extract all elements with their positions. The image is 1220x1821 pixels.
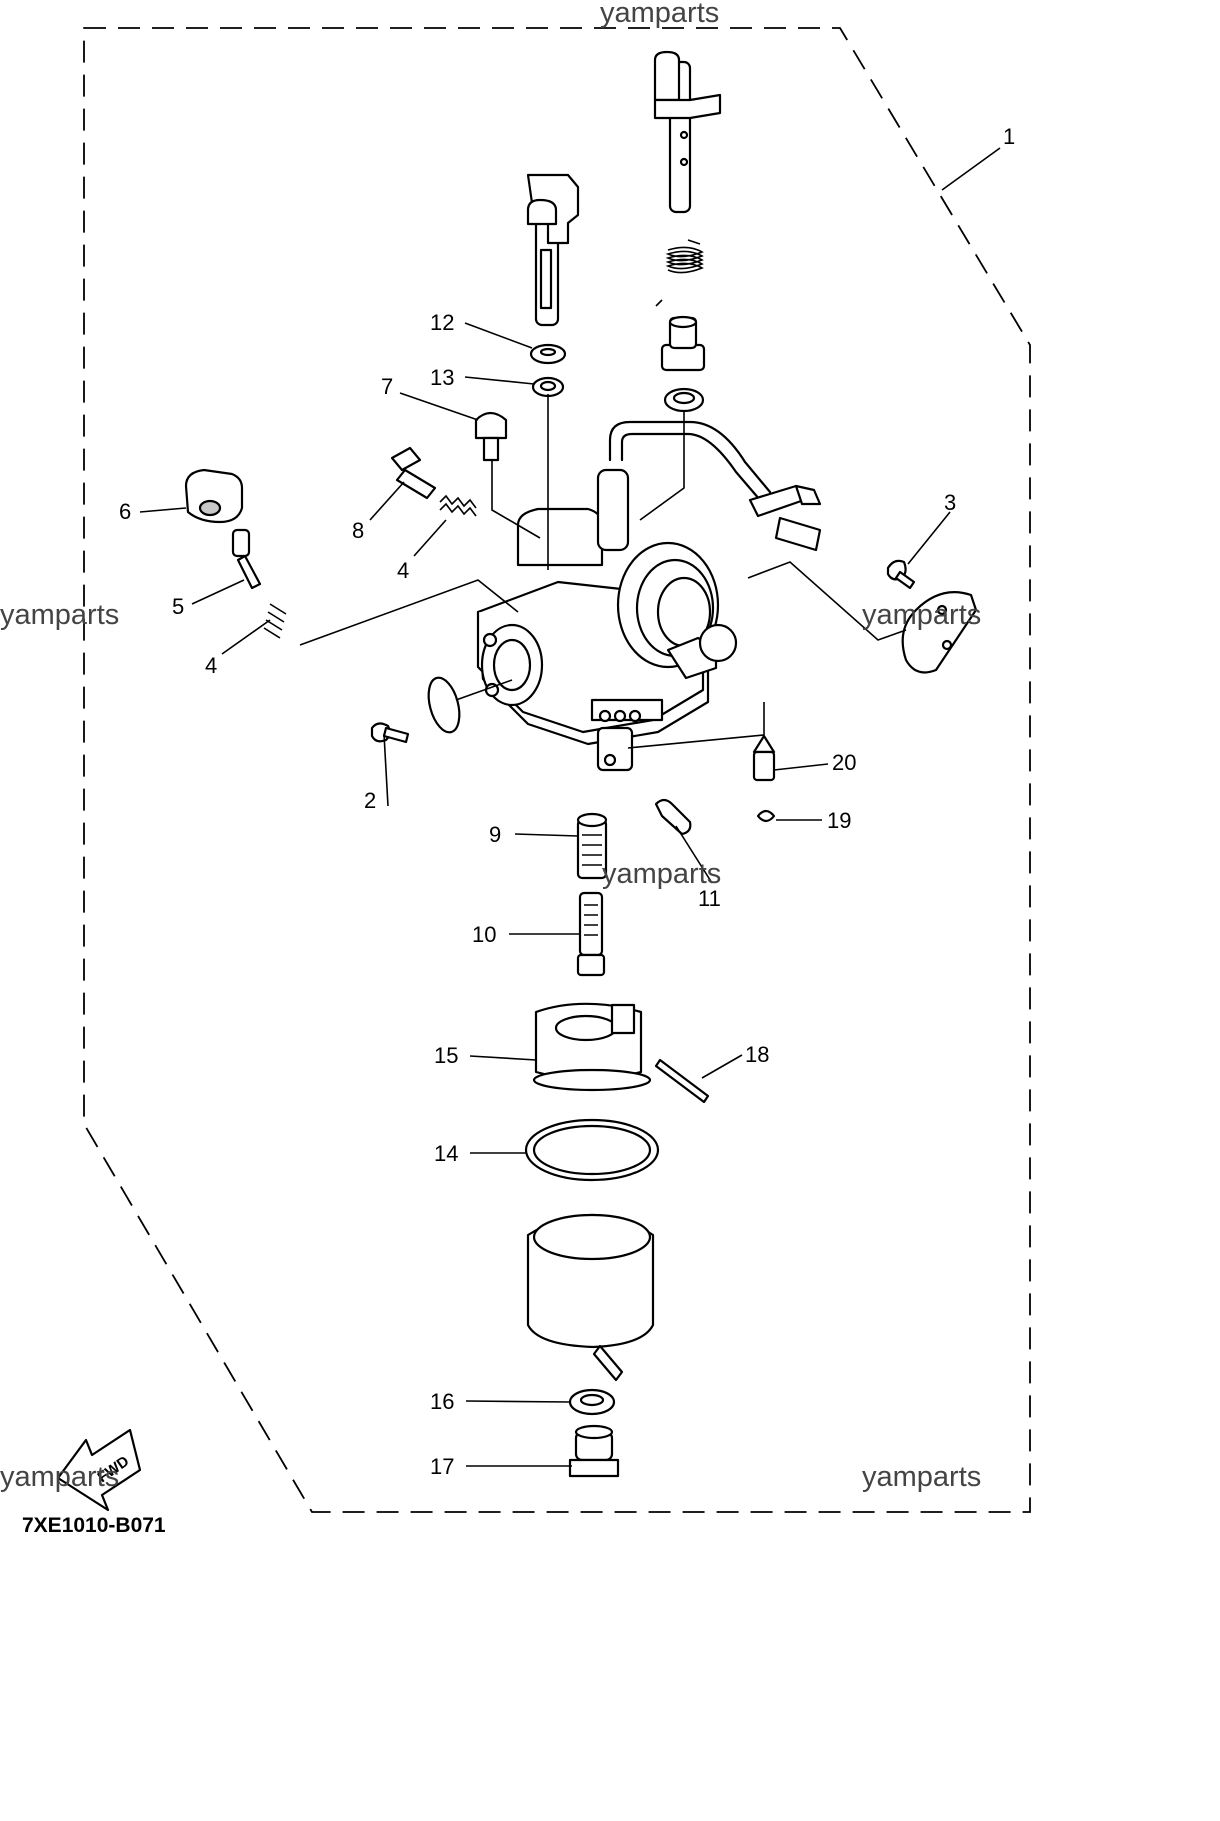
choke-lever-shaft bbox=[526, 173, 580, 327]
main-nozzle-10 bbox=[576, 891, 606, 977]
screw-2 bbox=[370, 722, 410, 744]
callout-18: 18 bbox=[745, 1042, 769, 1067]
spring-4-lower bbox=[263, 603, 287, 639]
spring-4-upper bbox=[439, 494, 477, 517]
cap-6 bbox=[184, 468, 244, 524]
callout-6: 6 bbox=[119, 499, 131, 524]
callout-13: 13 bbox=[430, 365, 454, 390]
gasket-14 bbox=[524, 1118, 660, 1182]
callout-9: 9 bbox=[489, 822, 501, 847]
throttle-shaft-seal bbox=[663, 387, 705, 413]
callout-19: 19 bbox=[827, 808, 851, 833]
carburetor-exploded-diagram: 1 2 3 4 4 5 6 7 8 9 10 11 12 13 14 15 16… bbox=[0, 0, 1031, 1537]
callout-labels: 1 2 3 4 4 5 6 7 8 9 10 11 12 13 14 15 16… bbox=[119, 124, 1015, 1479]
drain-screw-17 bbox=[568, 1424, 620, 1478]
callout-5: 5 bbox=[172, 594, 184, 619]
screw-3 bbox=[886, 559, 916, 590]
fuel-hose-fitting bbox=[748, 484, 822, 552]
main-jet-holder-9 bbox=[576, 812, 608, 880]
callout-7: 7 bbox=[381, 374, 393, 399]
screw-7 bbox=[474, 411, 508, 462]
callout-14: 14 bbox=[434, 1141, 458, 1166]
callout-4-lower: 4 bbox=[205, 653, 217, 678]
throttle-lever-shaft bbox=[653, 50, 722, 214]
watermark-bottom-right: yamparts bbox=[862, 1461, 981, 1493]
callout-20: 20 bbox=[832, 750, 856, 775]
callout-1: 1 bbox=[1003, 124, 1015, 149]
clip-19 bbox=[756, 809, 776, 823]
throttle-spring bbox=[655, 239, 704, 307]
throttle-bushing bbox=[660, 315, 706, 372]
diagram-code: 7XE1010-B071 bbox=[22, 1514, 166, 1537]
callout-2: 2 bbox=[364, 788, 376, 813]
callout-15: 15 bbox=[434, 1043, 458, 1068]
diaphragm-cover bbox=[616, 541, 738, 680]
screw-8 bbox=[390, 446, 437, 500]
callout-11: 11 bbox=[698, 886, 721, 911]
washer-16 bbox=[568, 1388, 616, 1416]
callout-10: 10 bbox=[472, 922, 496, 947]
watermark-center: yamparts bbox=[602, 858, 721, 890]
callout-12: 12 bbox=[430, 310, 454, 335]
pilot-screw-5 bbox=[231, 528, 262, 590]
float-15 bbox=[532, 1002, 652, 1092]
gasket-plate bbox=[427, 676, 461, 734]
callout-3: 3 bbox=[944, 490, 956, 515]
float-pin-18 bbox=[654, 1058, 710, 1104]
watermark-bottom-left: yamparts bbox=[0, 1461, 119, 1493]
watermark-left: yamparts bbox=[0, 599, 119, 631]
washer-12 bbox=[529, 343, 567, 365]
callout-8: 8 bbox=[352, 518, 364, 543]
callout-4-upper: 4 bbox=[397, 558, 409, 583]
watermarks: yamparts yamparts yamparts yamparts yamp… bbox=[0, 0, 981, 1493]
float-bowl bbox=[526, 1213, 655, 1382]
screw-11 bbox=[654, 798, 692, 836]
callout-17: 17 bbox=[430, 1454, 454, 1479]
needle-valve-20 bbox=[752, 734, 776, 782]
callout-16: 16 bbox=[430, 1389, 454, 1414]
leader-lines bbox=[139, 147, 1001, 1467]
watermark-right: yamparts bbox=[862, 599, 981, 631]
watermark-top: yamparts bbox=[600, 0, 719, 29]
fwd-arrow-icon: FWD bbox=[56, 1428, 142, 1512]
o-ring-13 bbox=[531, 376, 565, 398]
assembly-boundary bbox=[83, 27, 1031, 1513]
